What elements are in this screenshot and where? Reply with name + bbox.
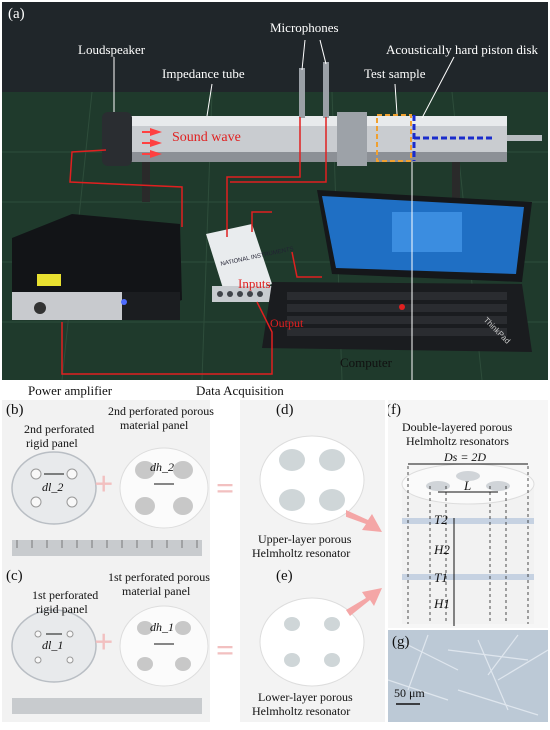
rigid-panel-2-line1: 2nd perforated [24, 422, 95, 436]
panel-a-photo: (a) Microphones Loudspeaker Acoustically… [2, 2, 548, 380]
panel-d-caption-1: Upper-layer porous [258, 532, 352, 546]
dl2-label: dl_2 [42, 480, 64, 494]
impedance-tube-label: Impedance tube [162, 66, 245, 81]
plus-sign-c: + [94, 624, 114, 661]
rigid-layer-1 [402, 574, 534, 580]
L-label: L [464, 478, 472, 493]
equals-sign-c: = [216, 632, 235, 668]
wall [2, 2, 548, 92]
panel-f-title-2: Helmholtz resonators [406, 434, 509, 448]
panel-d-illustration [259, 435, 365, 525]
panel-f-illustration [401, 463, 535, 626]
lab-setup-illustration [2, 2, 548, 380]
data-acquisition-unit [206, 224, 272, 298]
panel-d-label: (d) [276, 402, 294, 418]
porous-panel-1 [119, 605, 209, 687]
pink-arrow-lower [346, 588, 382, 616]
piston-disk-label: Acoustically hard piston disk [386, 42, 539, 57]
panel-a-label: (a) [8, 6, 25, 22]
data-acquisition-label: Data Acquisition [196, 383, 284, 398]
T1-label: T1 [434, 570, 448, 585]
H2-label: H2 [434, 542, 450, 557]
rigid-panel-1-line2: rigid panel [36, 602, 88, 616]
rigid-panel-1-line1: 1st perforated [32, 588, 99, 602]
computer-label: Computer [340, 355, 392, 370]
panel-e-caption-1: Lower-layer porous [258, 690, 353, 704]
plus-sign-b: + [94, 466, 114, 503]
panel-e-illustration [259, 597, 365, 687]
dl1-label: dl_1 [42, 638, 64, 652]
porous-panel-2-line1: 2nd perforated porous [108, 404, 214, 418]
dh2-label: dh_2 [150, 460, 174, 474]
loudspeaker-label: Loudspeaker [78, 42, 146, 57]
micrograph-fibers [388, 634, 548, 716]
panel-g: (g) 50 μm [388, 630, 548, 722]
impedance-tube [107, 116, 507, 162]
rigid-panel-1 [11, 609, 97, 683]
dashed-guides [407, 466, 529, 624]
pink-arrows [346, 510, 382, 616]
leader-lines [113, 39, 455, 380]
pink-arrow-upper [346, 510, 382, 532]
rigid-layer-2 [402, 518, 534, 524]
microphones-label: Microphones [270, 20, 339, 35]
piston-rod [507, 135, 542, 141]
warning-label [37, 274, 61, 286]
porous-panel-1-line1: 1st perforated porous [108, 570, 210, 584]
dh1-label: dh_1 [150, 620, 174, 634]
panel-f-label: (f) [388, 402, 401, 418]
test-sample-dashed-box [376, 114, 412, 162]
scale-bar-label: 50 μm [394, 686, 425, 700]
panel-f-title-1: Double-layered porous [402, 420, 513, 434]
panel-c: (c) 1st perforated rigid panel dl_1 + [2, 566, 210, 722]
microphone-2 [323, 62, 329, 118]
panel-f: (f) Double-layered porous Helmholtz reso… [388, 400, 548, 628]
porous-panel-2-line2: material panel [120, 418, 189, 432]
panel-c-label: (c) [6, 568, 23, 584]
sound-wave-arrows [142, 128, 162, 158]
panel-e-caption-2: Helmholtz resonator [252, 704, 351, 718]
sample-holder [337, 112, 367, 166]
panel-e-label: (e) [276, 568, 293, 584]
H1-label: H1 [434, 596, 450, 611]
sound-wave-label: Sound wave [172, 130, 241, 145]
ruler-c [12, 698, 202, 714]
panel-e: (e) Lower-layer porous Helmholtz resonat… [240, 566, 385, 722]
test-sample-label: Test sample [364, 66, 426, 81]
inputs-label: Inputs [238, 276, 271, 291]
panel-b-label: (b) [6, 402, 24, 418]
panel-d-caption-2: Helmholtz resonator [252, 546, 351, 560]
resonator-stack-body [402, 484, 534, 624]
panel-g-label: (g) [392, 634, 410, 650]
porous-panel-1-line2: material panel [122, 584, 191, 598]
signal-cables [61, 117, 327, 375]
panel-b: (b) 2nd perforated rigid panel dl_2 + [2, 400, 210, 566]
ds-label: Ds = 2D [444, 450, 487, 464]
panel-b-illustration [11, 447, 209, 556]
equals-sign-b: = [216, 470, 235, 506]
output-label: Output [270, 316, 304, 330]
power-amplifier-label: Power amplifier [28, 383, 113, 398]
panel-d: (d) Upper-layer porous Helmholtz resonat… [240, 400, 385, 566]
rigid-panel-2-line2: rigid panel [26, 436, 78, 450]
T2-label: T2 [434, 512, 448, 527]
loudspeaker-end [102, 112, 132, 166]
panel-c-illustration [11, 605, 209, 714]
dimension-lines [408, 463, 528, 626]
microphone-1 [299, 68, 305, 118]
power-amplifier-front [12, 292, 122, 320]
